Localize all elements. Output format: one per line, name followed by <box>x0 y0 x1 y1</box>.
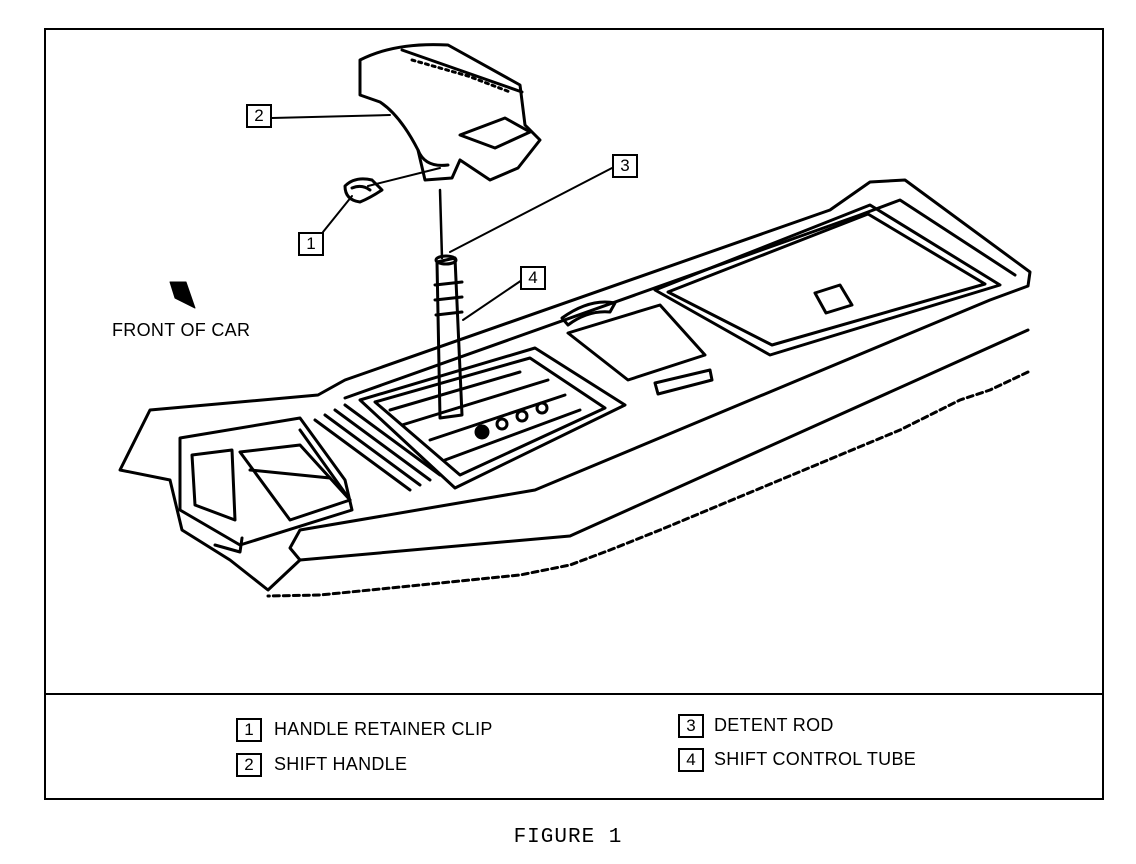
storage-lid <box>653 203 1002 357</box>
figure-frame <box>44 28 1104 800</box>
legend-num-1: 1 <box>236 718 264 744</box>
legend-num-3: 3 <box>678 714 706 740</box>
front-arrow <box>169 281 196 309</box>
front-tray <box>178 416 354 547</box>
legend-num-2: 2 <box>236 753 264 779</box>
legend-text-1: HANDLE RETAINER CLIP <box>274 719 493 739</box>
callout-2: 2 <box>246 104 274 130</box>
legend-divider <box>44 693 1104 695</box>
legend-num-4: 4 <box>678 748 706 774</box>
retainer-clip <box>343 177 384 204</box>
callout-1: 1 <box>298 232 326 258</box>
figure-caption: FIGURE 1 <box>513 826 623 849</box>
legend-text-2: SHIFT HANDLE <box>274 754 408 774</box>
shift-bezel <box>358 346 627 490</box>
console-body <box>118 178 1032 592</box>
front-of-car-label: FRONT OF CAR <box>112 320 251 340</box>
shift-handle <box>358 43 542 182</box>
shift-control-tube <box>435 256 464 420</box>
detent-rod <box>438 188 444 260</box>
callout-4: 4 <box>520 266 548 292</box>
callout-3: 3 <box>612 154 640 180</box>
legend-text-4: SHIFT CONTROL TUBE <box>714 749 917 769</box>
legend-text-3: DETENT ROD <box>714 715 834 735</box>
